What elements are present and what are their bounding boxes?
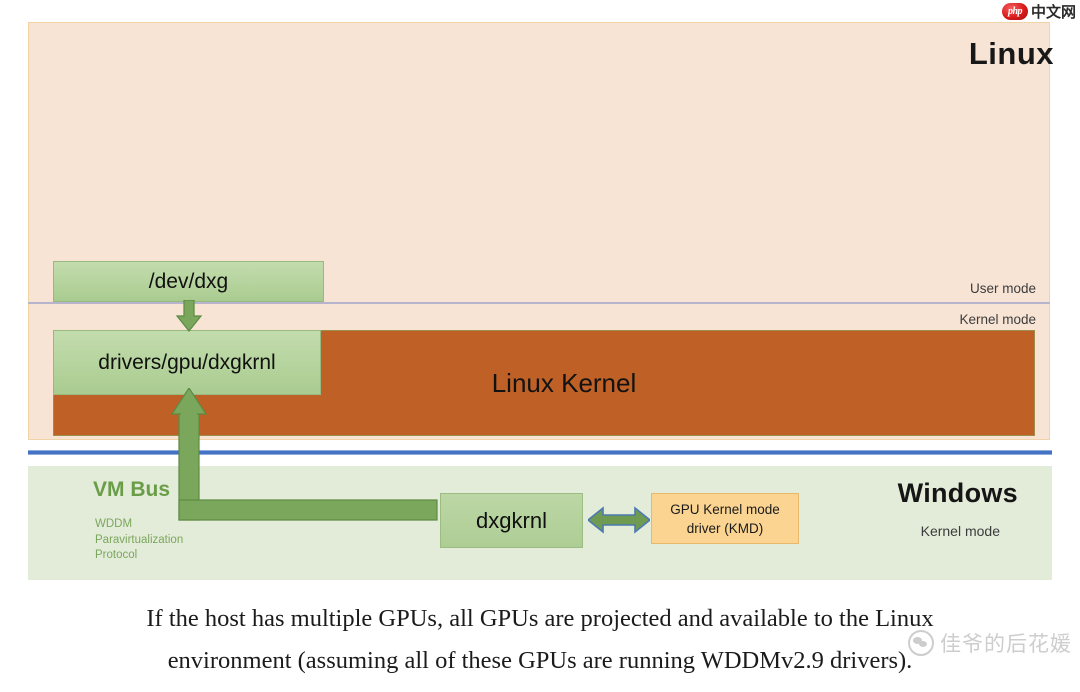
user-kernel-mode-divider	[28, 302, 1050, 304]
watermark-bottom-right: 佳爷的后花媛	[908, 628, 1072, 658]
caption-line-2: environment (assuming all of these GPUs …	[167, 647, 913, 674]
vm-bus-sub-line-3: Protocol	[95, 549, 138, 561]
caption: If the host has multiple GPUs, all GPUs …	[0, 598, 1080, 682]
windows-panel-title: Windows	[897, 478, 1018, 508]
bidirectional-arrow-icon	[588, 506, 650, 534]
vmbus-to-kernel-arrow-icon	[170, 388, 438, 521]
php-logo-icon: php	[1001, 3, 1028, 20]
dxgkrnl-box[interactable]: dxgkrnl	[440, 493, 583, 548]
vm-bus-title: VM Bus	[93, 478, 171, 501]
dev-dxg-box[interactable]: /dev/dxg	[53, 261, 324, 302]
vm-bus-sub-line-2: Paravirtualization	[95, 533, 184, 546]
arrow-down-icon	[175, 300, 203, 332]
watermark-bottom-text: 佳爷的后花媛	[940, 632, 1072, 656]
kernel-mode-label: Kernel mode	[959, 312, 1036, 327]
os-separator-line	[28, 450, 1052, 455]
windows-kernel-mode-label: Kernel mode	[920, 523, 1000, 539]
caption-line-1: If the host has multiple GPUs, all GPUs …	[146, 605, 934, 632]
user-mode-label: User mode	[969, 281, 1036, 296]
drivers-gpu-dxgkrnl-box[interactable]: drivers/gpu/dxgkrnl	[53, 330, 321, 395]
kmd-line-1: GPU Kernel mode	[670, 501, 780, 517]
watermark-top-right: php 中文网	[1001, 1, 1076, 22]
linux-panel-title: Linux	[968, 36, 1054, 71]
wechat-icon	[908, 630, 934, 656]
vm-bus-sub-line-1: WDDM	[95, 518, 133, 530]
watermark-top-text: 中文网	[1030, 3, 1076, 21]
gpu-kernel-mode-driver-box[interactable]: GPU Kernel mode driver (KMD)	[651, 493, 799, 544]
kmd-line-2: driver (KMD)	[686, 520, 764, 536]
linux-kernel-label: Linux Kernel	[491, 367, 637, 398]
vm-bus-subtitle: WDDM Paravirtualization Protocol	[95, 517, 183, 564]
